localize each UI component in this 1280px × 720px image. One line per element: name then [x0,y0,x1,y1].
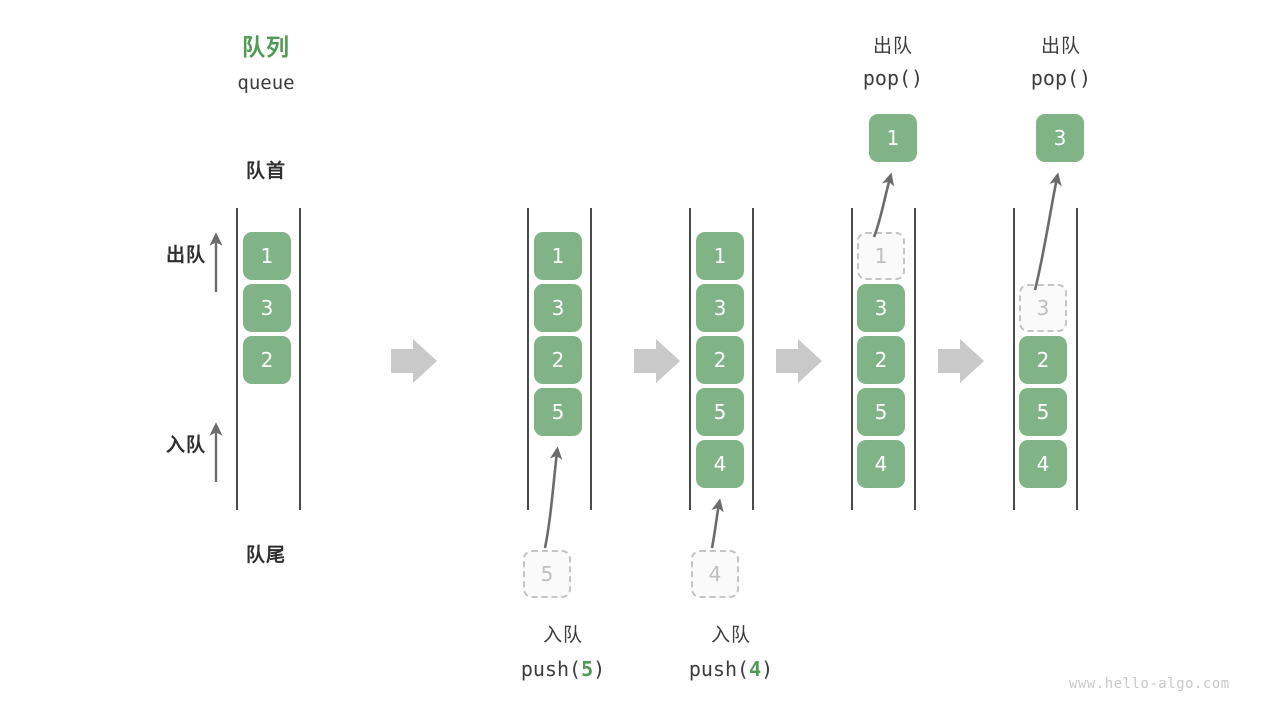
queue-cell: 5 [857,388,905,436]
pop-3-arrow [1033,172,1062,291]
queue-cell: 1 [696,232,744,280]
step-arrow-3 [776,339,822,383]
queue-cell: 5 [534,388,582,436]
pop-1-arrow [872,172,895,238]
queue-cell: 3 [857,284,905,332]
queue-cell: 5 [1019,388,1067,436]
incoming-element: 5 [523,550,571,598]
queue-cell: 3 [534,284,582,332]
rail-right [752,208,754,510]
column-5-header-cn: 出队 [1040,35,1081,57]
push-4-arrow [710,498,724,549]
queue-cell: 1 [534,232,582,280]
popped-slot: 3 [1019,284,1067,332]
rail-right [914,208,916,510]
push-label-suffix: ) [593,657,606,681]
rail-left [689,208,691,510]
push-label-prefix: push( [520,657,582,681]
push-label-value: 4 [749,657,762,681]
watermark: www.hello-algo.com [1069,676,1230,692]
rail-left [1013,208,1015,510]
queue-cell: 5 [696,388,744,436]
popped-slot: 1 [857,232,905,280]
column-3-caption-code: push(4) [666,655,796,683]
column-5-header-code: pop() [1030,66,1092,90]
column-4-header-cn: 出队 [872,35,913,57]
queue-cell: 3 [243,284,291,332]
queue-cell: 4 [696,440,744,488]
column-3-caption-cn: 入队 [710,624,751,646]
queue-cell: 2 [1019,336,1067,384]
diagram-title-en: queue [237,72,295,94]
dequeue-direction-label: 出队 [165,244,206,266]
diagram-title-cn: 队列 [242,35,290,61]
step-arrow-4 [938,339,984,383]
rail-right [1076,208,1078,510]
push-label-value: 5 [581,657,594,681]
rail-right [299,208,301,510]
column-2-caption-cn: 入队 [542,624,583,646]
queue-cell: 4 [1019,440,1067,488]
queue-cell: 3 [696,284,744,332]
push-label-suffix: ) [761,657,774,681]
rail-right [590,208,592,510]
queue-cell: 2 [857,336,905,384]
outgoing-element: 3 [1036,114,1084,162]
push-5-arrow [543,446,563,549]
rail-left [851,208,853,510]
push-label-prefix: push( [688,657,750,681]
queue-cell: 1 [243,232,291,280]
queue-cell: 2 [696,336,744,384]
column-2-caption-code: push(5) [498,655,628,683]
outgoing-element: 1 [869,114,917,162]
step-arrow-1 [391,339,437,383]
enqueue-direction-label: 入队 [165,434,206,456]
queue-cell: 4 [857,440,905,488]
queue-front-label: 队首 [245,160,286,182]
queue-cell: 2 [534,336,582,384]
incoming-element: 4 [691,550,739,598]
rail-left [527,208,529,510]
step-arrow-2 [634,339,680,383]
queue-rear-label: 队尾 [245,544,286,566]
column-4-header-code: pop() [862,66,924,90]
queue-cell: 2 [243,336,291,384]
rail-left [236,208,238,510]
